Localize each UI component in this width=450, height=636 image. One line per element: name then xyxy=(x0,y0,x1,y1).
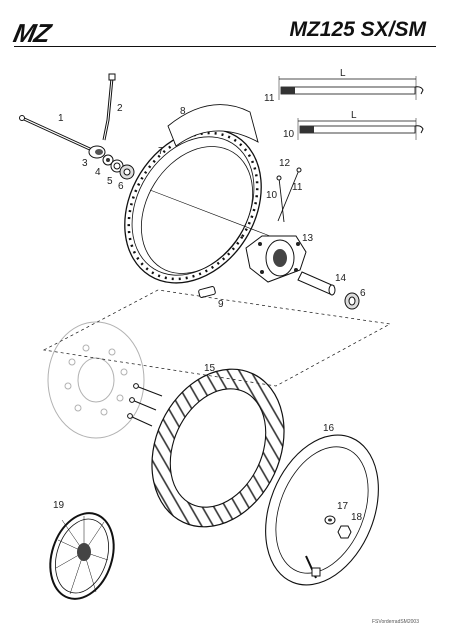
callout-16: 16 xyxy=(323,423,335,434)
spoke-set: 12 10 11 xyxy=(266,158,303,223)
header-rule xyxy=(14,46,436,47)
disc-bolts xyxy=(127,383,163,427)
spoke-long-length-label: L xyxy=(340,68,346,79)
callout-11-b: 11 xyxy=(292,182,303,193)
callout-15: 15 xyxy=(204,363,216,374)
spacer-4: 4 xyxy=(95,154,114,178)
callout-11: 11 xyxy=(264,93,275,104)
model-title: MZ125 SX/SM xyxy=(289,18,426,41)
spoke-short-length-label: L xyxy=(351,110,357,121)
spoke-short: L 10 xyxy=(283,110,424,140)
spoke-long: L 11 xyxy=(264,68,424,104)
speedo-drive: 3 xyxy=(82,145,106,169)
balance-weight: 9 xyxy=(198,286,224,310)
brake-disc xyxy=(47,321,145,439)
assembly-guide xyxy=(42,289,392,387)
callout-9: 9 xyxy=(218,299,224,310)
callout-17: 17 xyxy=(337,501,349,512)
callout-7: 7 xyxy=(158,146,164,157)
callout-13: 13 xyxy=(302,233,314,244)
valve-nut: 18 xyxy=(337,512,363,539)
callout-2: 2 xyxy=(117,103,123,114)
callout-6: 6 xyxy=(118,181,124,192)
tyre: 15 xyxy=(151,363,285,528)
rim-tape: 8 xyxy=(167,104,259,147)
callout-19: 19 xyxy=(53,500,65,511)
spacer-sleeve: 14 xyxy=(297,271,347,296)
callout-8: 8 xyxy=(180,106,186,117)
drawing-reference: FSVorderradSM2003 xyxy=(372,619,419,625)
callout-4: 4 xyxy=(95,167,101,178)
speedo-drive-cable: 2 xyxy=(102,73,123,141)
rim: 7 xyxy=(124,128,271,284)
callout-18: 18 xyxy=(351,512,363,523)
callout-1: 1 xyxy=(58,113,64,124)
callout-12: 12 xyxy=(279,158,291,169)
seal-5: 5 xyxy=(107,159,124,187)
inner-tube: 16 xyxy=(265,423,379,586)
callout-14: 14 xyxy=(335,273,347,284)
hub: 13 xyxy=(245,233,314,283)
valve-washer: 17 xyxy=(324,501,349,525)
bearing-6-left: 6 xyxy=(118,164,135,192)
complete-wheel: 19 xyxy=(49,500,115,600)
callout-6-b: 6 xyxy=(360,288,366,299)
callout-5: 5 xyxy=(107,176,113,187)
bearing-6-right: 6 xyxy=(344,288,366,310)
callout-3: 3 xyxy=(82,158,88,169)
callout-10: 10 xyxy=(283,129,295,140)
callout-10-b: 10 xyxy=(266,190,278,201)
axle: 1 xyxy=(19,113,93,152)
